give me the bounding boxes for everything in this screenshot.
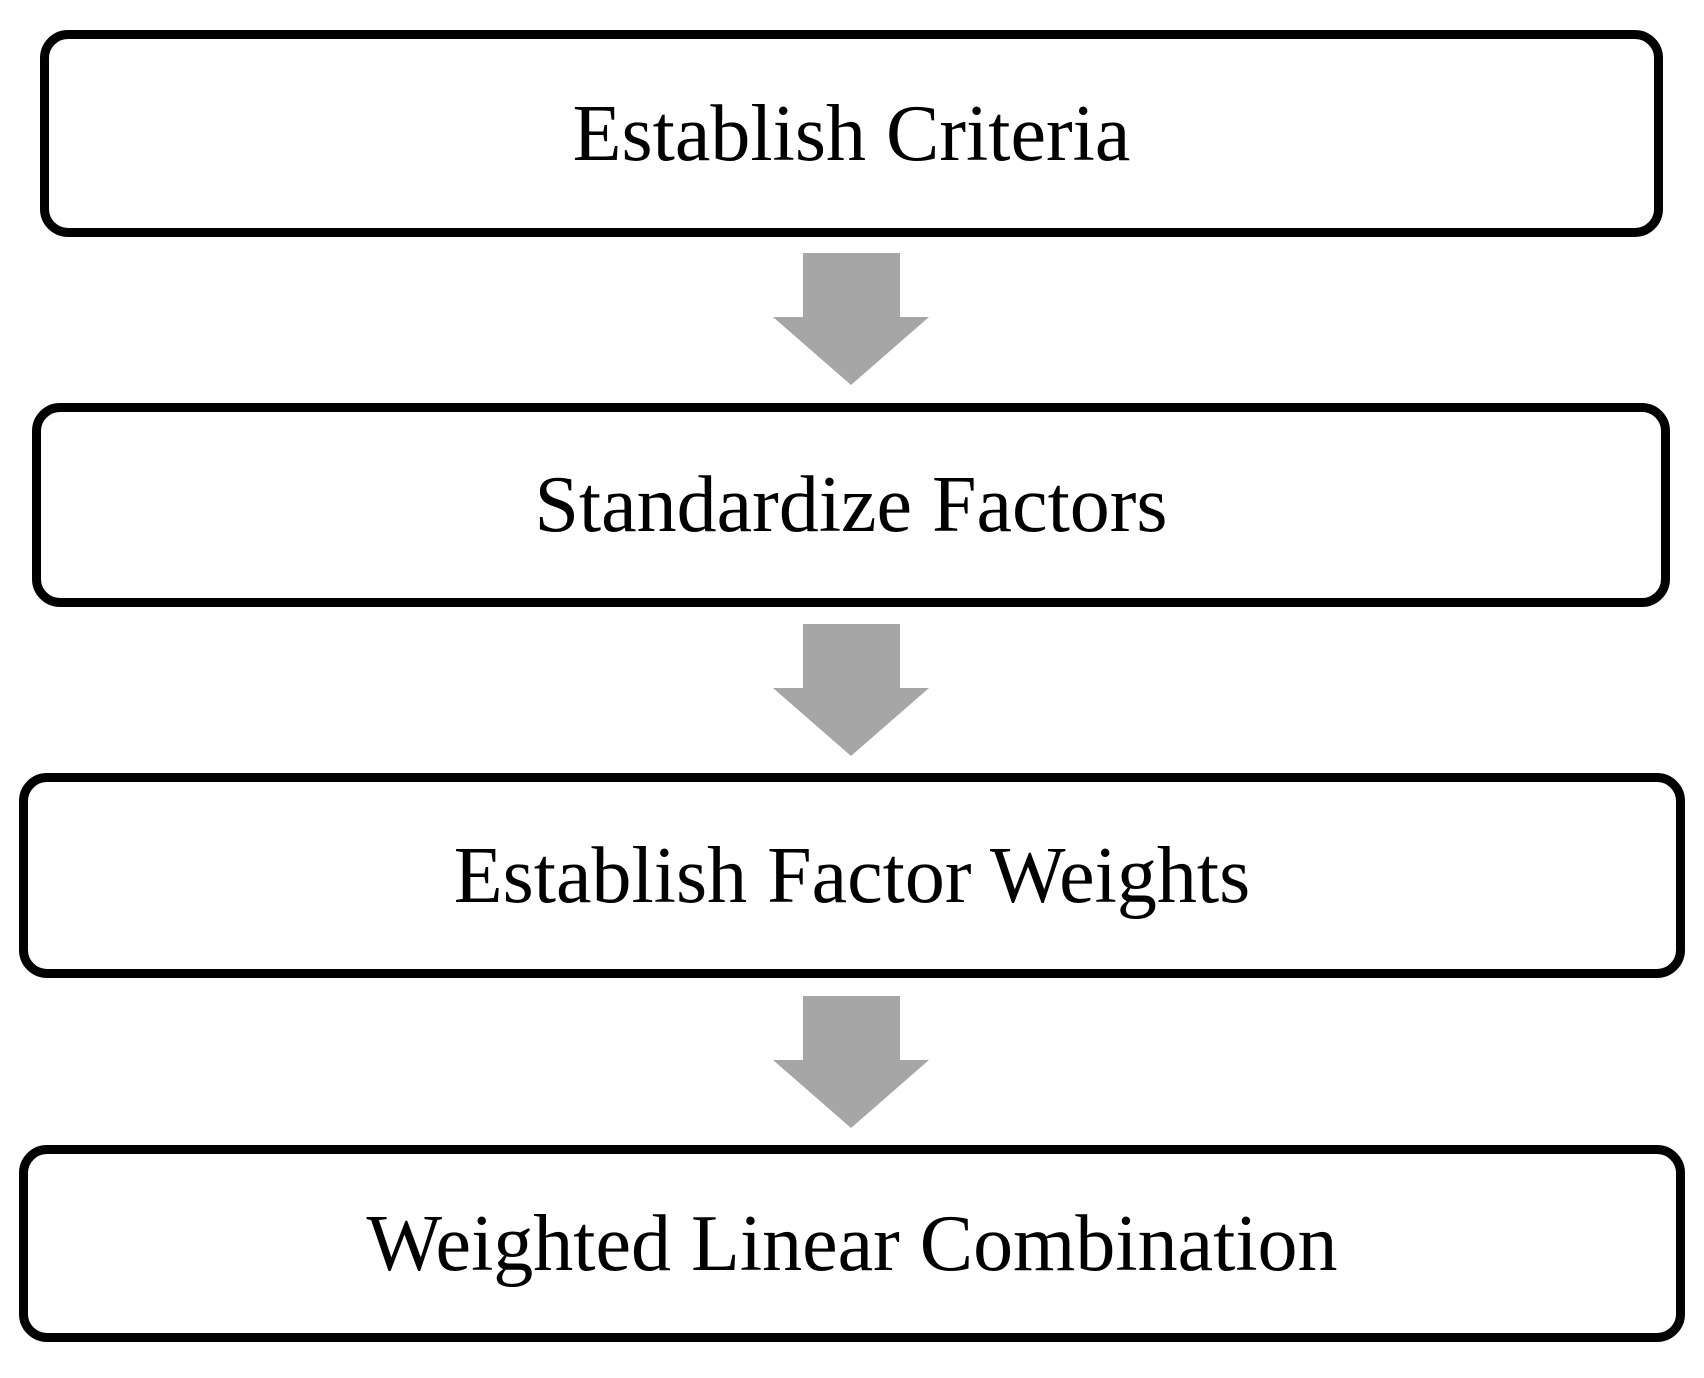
flow-step-label: Establish Factor Weights — [453, 831, 1251, 920]
flow-step-label: Weighted Linear Combination — [366, 1199, 1338, 1288]
down-arrow-shape — [773, 996, 929, 1128]
flow-step-label: Establish Criteria — [572, 89, 1131, 178]
down-arrow-icon — [773, 996, 929, 1128]
down-arrow-shape — [773, 253, 929, 385]
flow-step-establish-criteria: Establish Criteria — [40, 30, 1663, 237]
flow-step-establish-factor-weights: Establish Factor Weights — [19, 773, 1685, 978]
flow-step-label: Standardize Factors — [534, 461, 1168, 549]
down-arrow-icon — [773, 253, 929, 385]
down-arrow-icon — [773, 624, 929, 756]
flow-step-weighted-linear-combination: Weighted Linear Combination — [19, 1145, 1685, 1342]
down-arrow-shape — [773, 624, 929, 756]
flow-step-standardize-factors: Standardize Factors — [32, 403, 1670, 607]
